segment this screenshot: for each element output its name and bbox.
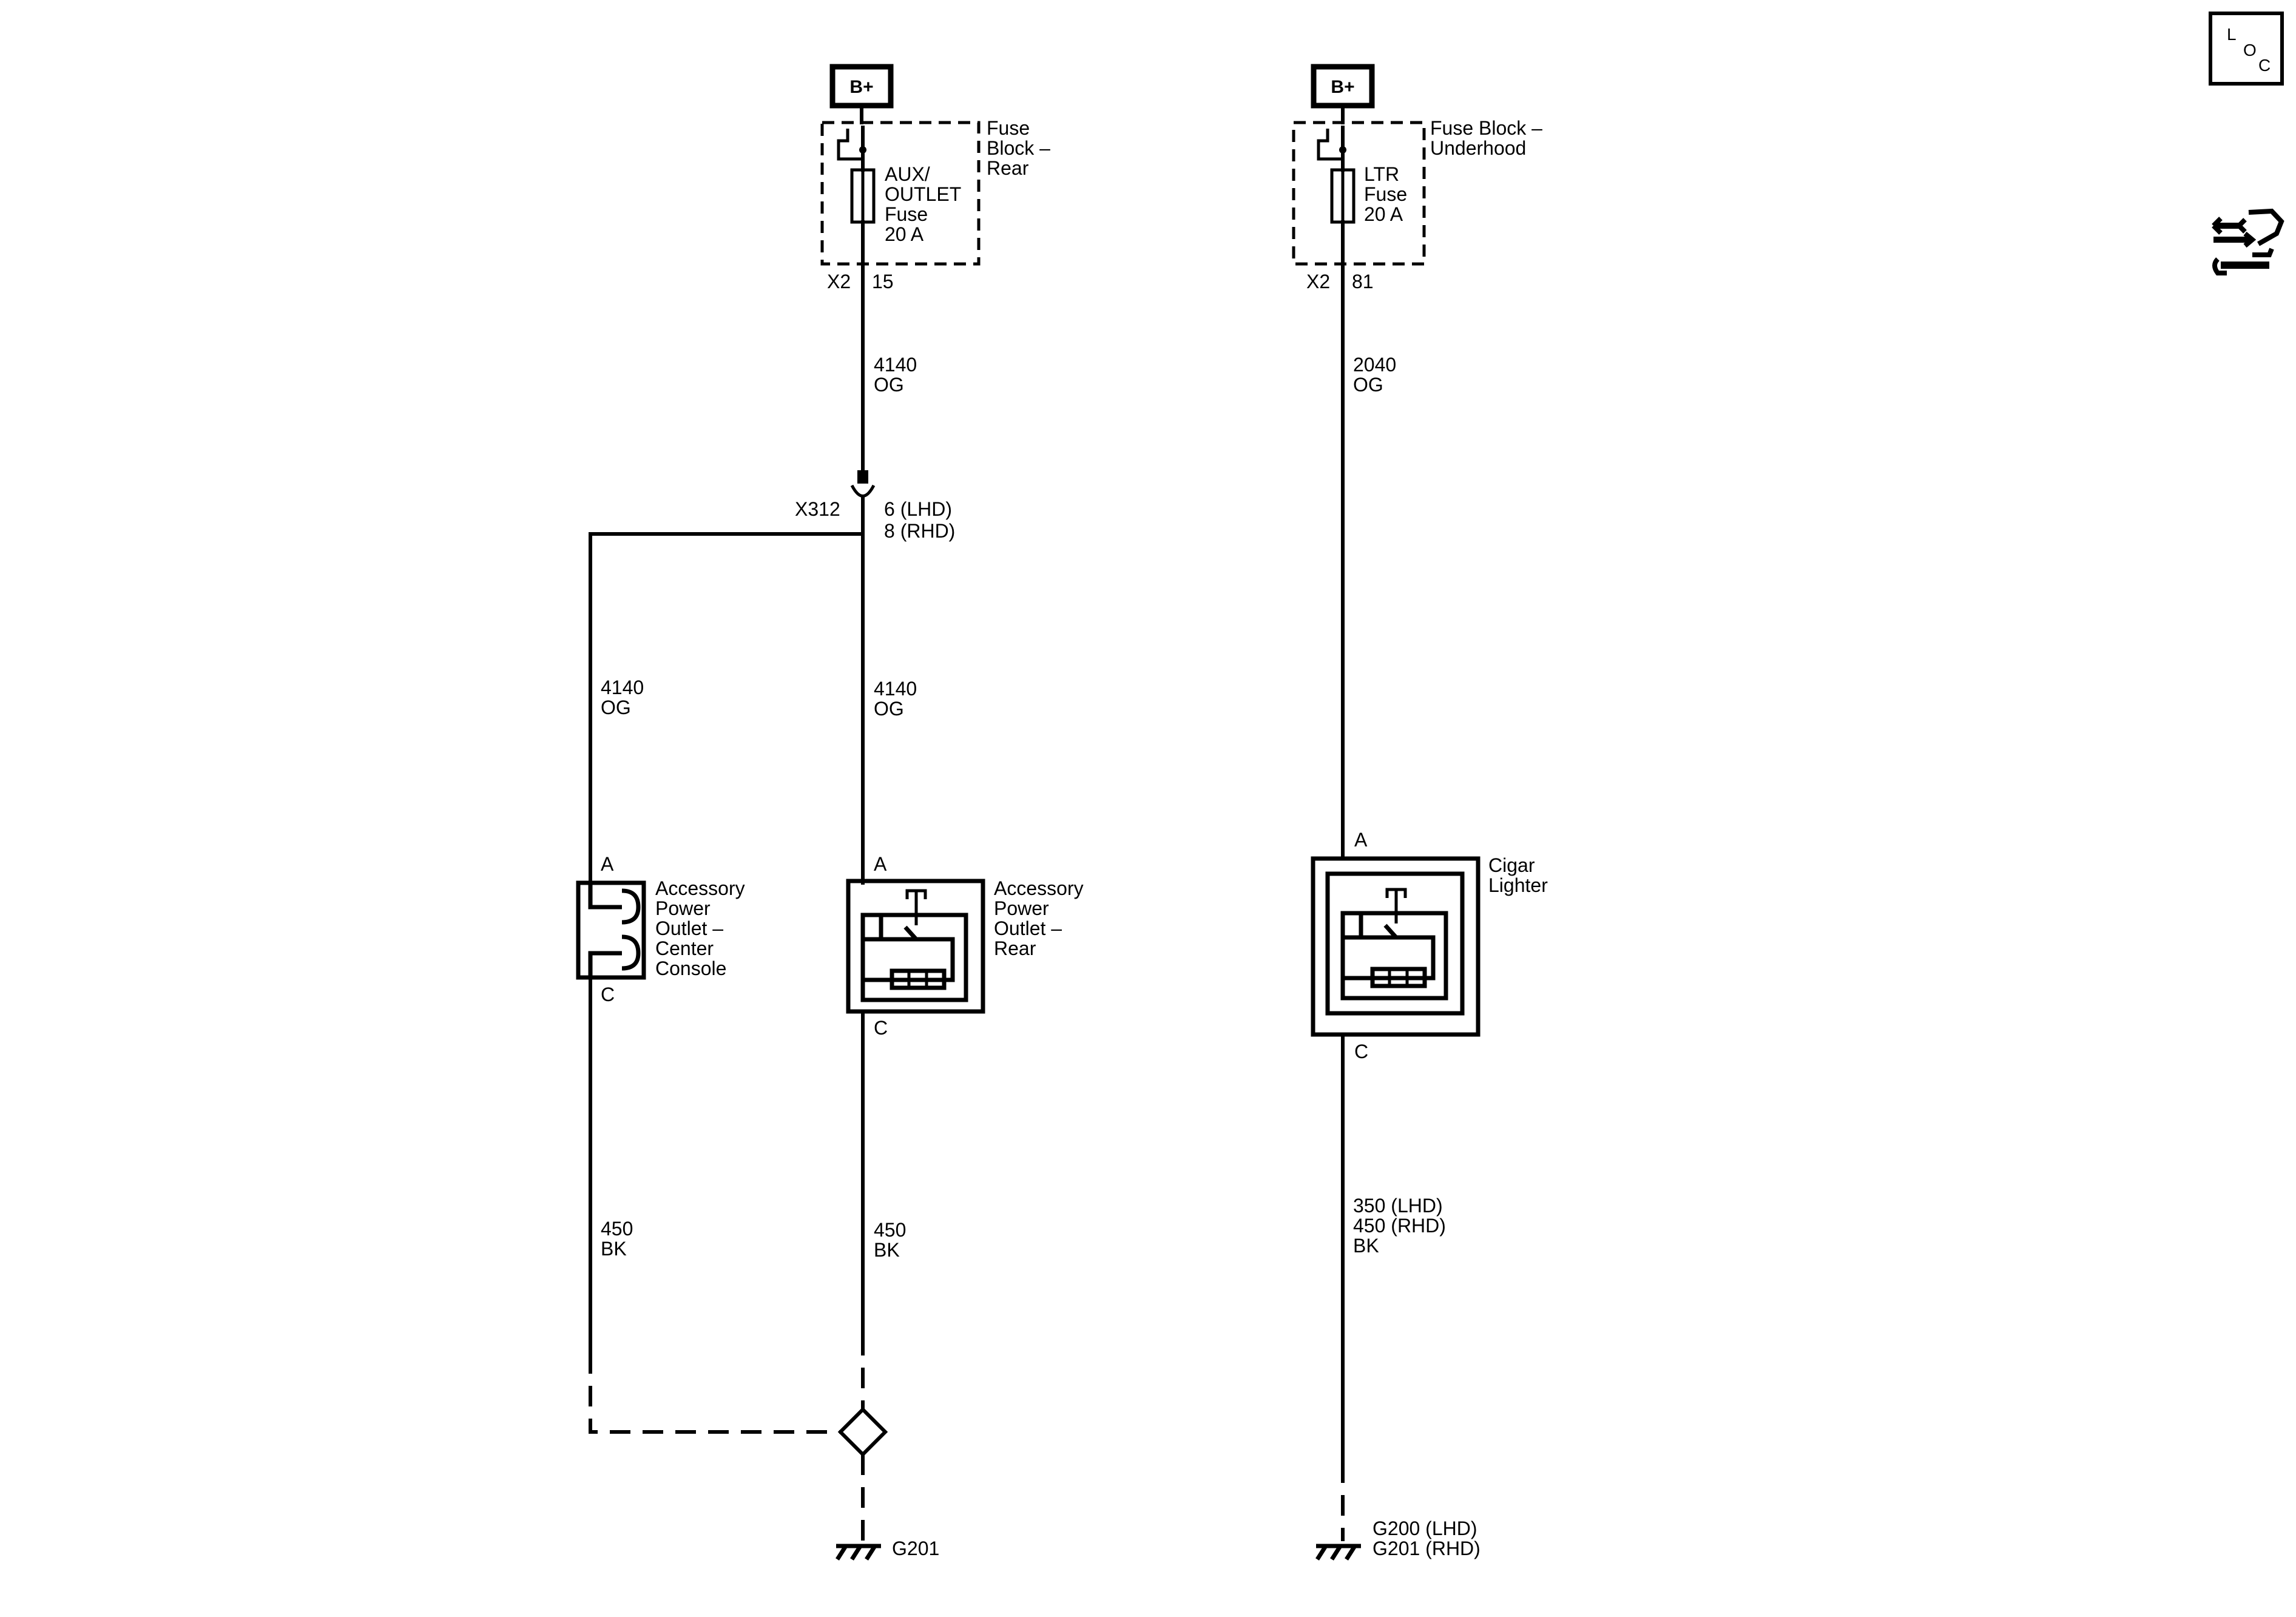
connector-wrench-icon[interactable]	[2212, 208, 2284, 275]
svg-text:450 (RHD): 450 (RHD)	[1353, 1215, 1446, 1237]
ground-g200-g201-right: G200 (LHD) G201 (RHD)	[1315, 1517, 1481, 1561]
wire-350-450-bk: 350 (LHD) 450 (RHD) BK	[1353, 1195, 1446, 1257]
svg-text:Outlet –: Outlet –	[655, 917, 723, 939]
wire-4140-og-top: 4140 OG	[874, 354, 917, 396]
fuse-block-underhood-label: Fuse Block – Underhood	[1430, 117, 1542, 159]
pin-81: 81	[1352, 271, 1374, 292]
svg-text:450: 450	[874, 1219, 906, 1241]
wire-450-bk-left: 450 BK	[601, 1218, 633, 1260]
svg-text:G200 (LHD): G200 (LHD)	[1373, 1517, 1477, 1539]
svg-text:350 (LHD): 350 (LHD)	[1353, 1195, 1443, 1217]
svg-text:OG: OG	[874, 374, 904, 396]
inline-connector-x312: X312 6 (LHD) 8 (RHD)	[795, 470, 955, 542]
svg-text:G201 (RHD): G201 (RHD)	[1373, 1538, 1481, 1559]
svg-text:O: O	[2243, 41, 2257, 59]
svg-text:Lighter: Lighter	[1488, 874, 1548, 896]
wire-450-bk-right: 450 BK	[874, 1219, 906, 1261]
svg-text:A: A	[1354, 829, 1368, 851]
svg-text:Cigar: Cigar	[1488, 854, 1535, 876]
svg-text:Console: Console	[655, 957, 726, 979]
svg-text:Center: Center	[655, 937, 714, 959]
svg-text:4140: 4140	[601, 677, 644, 698]
b-plus-terminal-right: B+	[1311, 64, 1375, 109]
svg-text:X312: X312	[795, 498, 840, 520]
b-plus-label: B+	[849, 77, 873, 97]
wire-2040-og: 2040 OG	[1353, 354, 1396, 396]
accessory-power-outlet-rear: A Accessory Power Outlet – Rear C	[846, 853, 1084, 1039]
fuse-block-underhood	[1292, 121, 1426, 266]
ground-splice-diamond	[837, 1406, 888, 1457]
svg-text:Rear: Rear	[994, 937, 1036, 959]
b-plus-terminal-left: B+	[829, 64, 894, 109]
cigar-lighter: A Cigar Lighter C	[1311, 829, 1548, 1062]
svg-text:A: A	[874, 853, 887, 875]
svg-text:OUTLET: OUTLET	[885, 183, 961, 205]
svg-text:Power: Power	[994, 897, 1049, 919]
svg-text:AUX/: AUX/	[885, 163, 930, 185]
svg-text:20 A: 20 A	[1364, 203, 1403, 225]
svg-text:OG: OG	[601, 697, 631, 718]
svg-text:4140: 4140	[874, 678, 917, 700]
svg-text:Accessory: Accessory	[655, 877, 745, 899]
svg-text:20 A: 20 A	[885, 223, 924, 245]
svg-text:A: A	[601, 853, 614, 875]
svg-text:OG: OG	[1353, 374, 1383, 396]
connector-x2-left: X2	[827, 271, 851, 292]
pin-15: 15	[872, 271, 894, 292]
b-plus-label: B+	[1331, 77, 1354, 97]
svg-text:Fuse: Fuse	[1364, 183, 1407, 205]
svg-text:450: 450	[601, 1218, 633, 1240]
svg-text:Fuse: Fuse	[885, 203, 928, 225]
svg-text:Power: Power	[655, 897, 711, 919]
left-circuit: B+ Fuse Block – Rear AUX/ OUTLET Fuse 20…	[576, 64, 1084, 1561]
svg-text:BK: BK	[601, 1238, 627, 1260]
svg-text:Fuse Block –: Fuse Block –	[1430, 117, 1542, 139]
svg-text:6 (LHD): 6 (LHD)	[884, 498, 952, 520]
svg-text:C: C	[874, 1017, 888, 1039]
svg-text:Block –: Block –	[987, 137, 1050, 159]
svg-text:BK: BK	[874, 1239, 900, 1261]
wire-4140-og-right: 4140 OG	[874, 678, 917, 720]
svg-text:L: L	[2227, 25, 2237, 44]
ground-g201-left: G201	[836, 1538, 939, 1561]
wire-4140-og-left: 4140 OG	[601, 677, 644, 718]
svg-text:4140: 4140	[874, 354, 917, 376]
svg-text:C: C	[2258, 56, 2271, 75]
svg-text:2040: 2040	[1353, 354, 1396, 376]
aux-outlet-fuse-label: AUX/ OUTLET Fuse 20 A	[885, 163, 961, 245]
ltr-fuse-label: LTR Fuse 20 A	[1364, 163, 1407, 225]
svg-text:Fuse: Fuse	[987, 117, 1030, 139]
svg-text:Rear: Rear	[987, 157, 1029, 179]
loc-icon[interactable]: L O C	[2209, 12, 2284, 86]
connector-x2-right: X2	[1306, 271, 1330, 292]
fuse-block-rear	[820, 121, 981, 266]
svg-text:C: C	[601, 984, 615, 1005]
fuse-block-internal-connector	[1317, 129, 1343, 161]
svg-text:G201: G201	[892, 1538, 939, 1559]
svg-text:LTR: LTR	[1364, 163, 1399, 185]
right-circuit: B+ Fuse Block – Underhood LTR Fuse 20 A …	[1292, 64, 1548, 1561]
svg-text:Underhood: Underhood	[1430, 137, 1526, 159]
fuse-block-rear-label: Fuse Block – Rear	[987, 117, 1050, 179]
svg-text:BK: BK	[1353, 1235, 1379, 1257]
svg-text:Outlet –: Outlet –	[994, 917, 1062, 939]
accessory-power-outlet-center-console: A Accessory Power Outlet – Center Consol…	[576, 853, 745, 1005]
svg-text:8 (RHD): 8 (RHD)	[884, 520, 955, 542]
svg-text:C: C	[1354, 1041, 1368, 1062]
svg-text:OG: OG	[874, 698, 904, 720]
fuse-block-internal-connector	[837, 129, 863, 161]
svg-text:Accessory: Accessory	[994, 877, 1084, 899]
